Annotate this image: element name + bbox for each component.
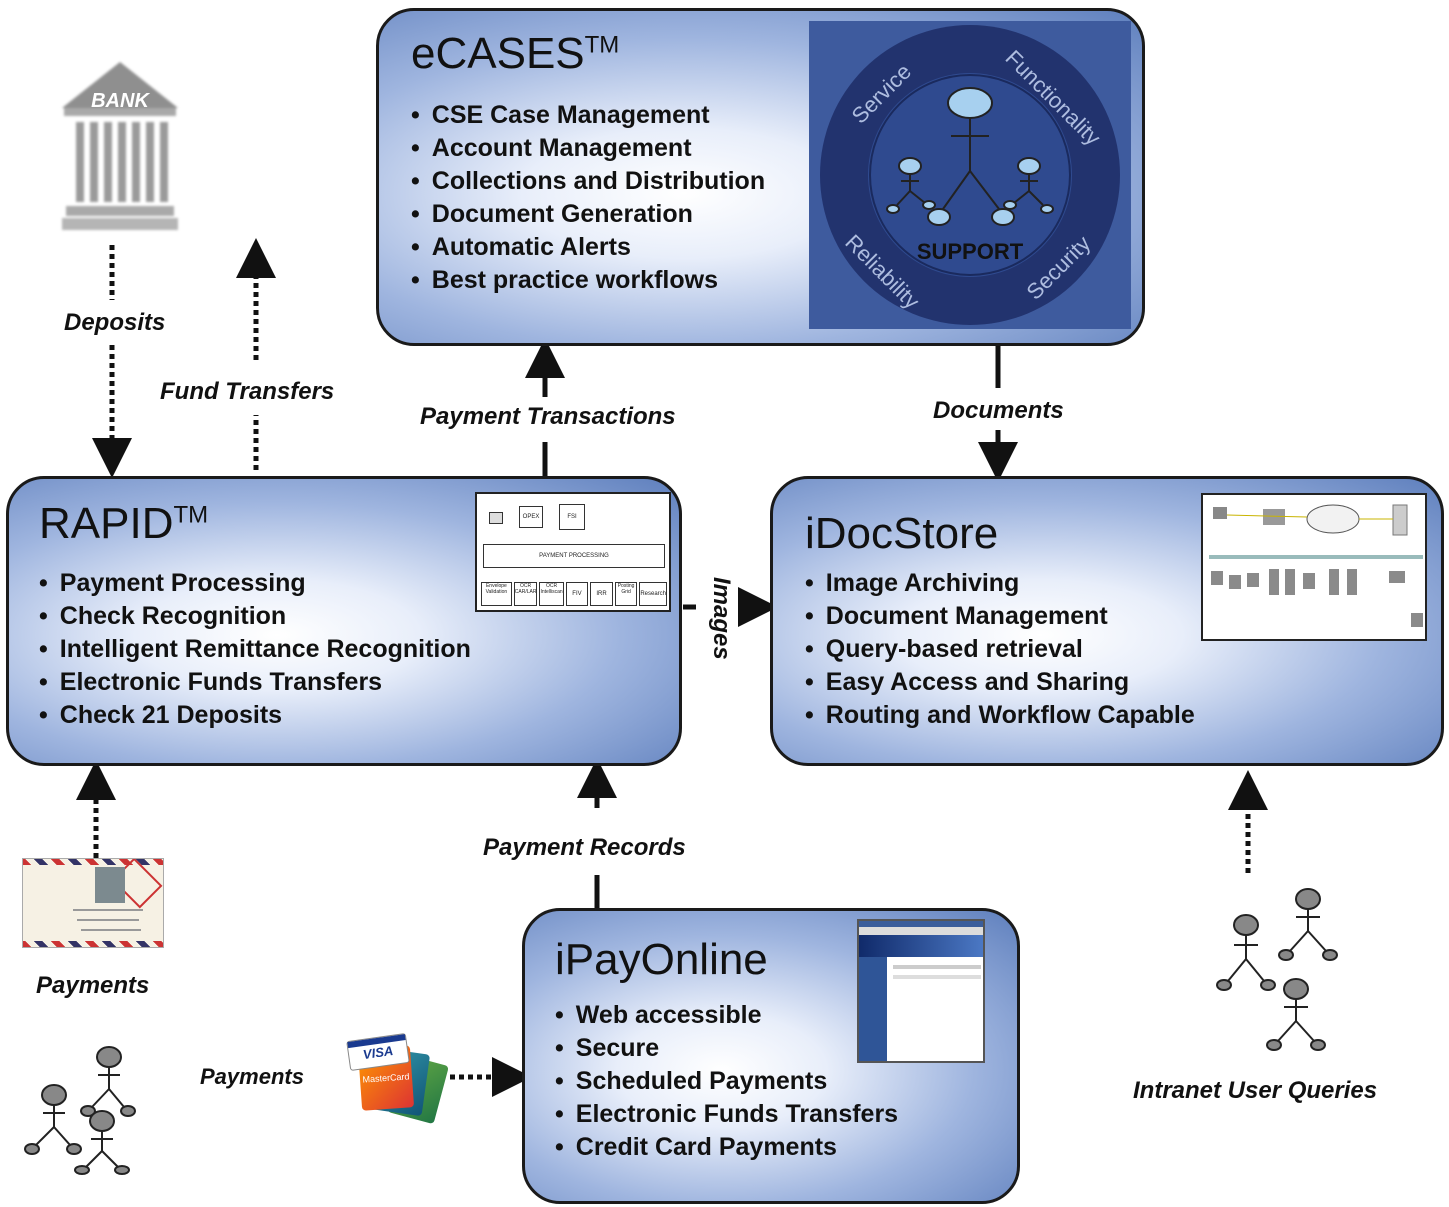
support-center-label: SUPPORT [916, 239, 1024, 264]
idocstore-feature: Image Archiving [805, 567, 1195, 600]
payment-processing-diagram: OPEX FSI PAYMENT PROCESSING Envelope Val… [475, 492, 671, 612]
ecases-feature: Collections and Distribution [411, 165, 765, 198]
rapid-feature-list: Payment Processing Check Recognition Int… [39, 567, 471, 732]
idocstore-title: iDocStore [805, 509, 999, 558]
envelope-icon [22, 858, 164, 948]
deposits-label: Deposits [64, 309, 166, 336]
ipayonline-panel: iPayOnline Web accessible Secure Schedul… [522, 908, 1020, 1204]
ipayonline-feature: Electronic Funds Transfers [555, 1098, 898, 1131]
network-architecture-thumbnail [1201, 493, 1427, 641]
idocstore-feature: Query-based retrieval [805, 633, 1195, 666]
idocstore-feature-list: Image Archiving Document Management Quer… [805, 567, 1195, 732]
ipayonline-feature: Web accessible [555, 999, 898, 1032]
idocstore-feature: Easy Access and Sharing [805, 666, 1195, 699]
web-page-thumbnail [857, 919, 985, 1063]
processing-step: IRR [590, 582, 613, 606]
processing-step: OCR Intelliscan [539, 582, 564, 606]
intranet-users-people-icon [1216, 888, 1338, 1051]
processing-step: OCR CAR/LAR [513, 582, 538, 606]
payers-people-icon [24, 1046, 136, 1175]
bank-icon: BANK [60, 60, 180, 240]
ecases-panel: eCASESTM CSE Case Management Account Man… [376, 8, 1145, 346]
card-payments-label: Payments [200, 1064, 304, 1089]
bank-label: BANK [91, 90, 149, 112]
credit-cards-icon: MasterCard VISA [346, 1032, 450, 1127]
support-people-icon [886, 87, 1054, 226]
rapid-feature: Intelligent Remittance Recognition [39, 633, 471, 666]
ipayonline-feature: Scheduled Payments [555, 1065, 898, 1098]
documents-label: Documents [933, 397, 1064, 424]
ecases-feature: Automatic Alerts [411, 231, 765, 264]
processing-step: FIV [565, 582, 589, 606]
ecases-feature-list: CSE Case Management Account Management C… [411, 99, 765, 297]
idocstore-panel: iDocStore Image Archiving Document Manag… [770, 476, 1444, 766]
rapid-panel: RAPIDTM Payment Processing Check Recogni… [6, 476, 682, 766]
opex-box: OPEX [519, 506, 543, 528]
support-graphic: SUPPORT Service Functionality Reliabilit… [809, 21, 1131, 329]
intranet-user-queries-label: Intranet User Queries [1133, 1077, 1378, 1104]
processing-step: Posting Grid [614, 582, 638, 606]
ecases-feature: Document Generation [411, 198, 765, 231]
payment-transactions-label: Payment Transactions [420, 403, 676, 430]
payment-processing-box: PAYMENT PROCESSING [483, 544, 665, 568]
rapid-feature: Payment Processing [39, 567, 471, 600]
idocstore-feature: Document Management [805, 600, 1195, 633]
images-label: Images [708, 577, 735, 660]
ecases-feature: Account Management [411, 132, 765, 165]
rapid-feature: Check Recognition [39, 600, 471, 633]
scanner-icon [489, 512, 503, 524]
fund-transfers-label: Fund Transfers [160, 378, 335, 405]
ipayonline-feature-list: Web accessible Secure Scheduled Payments… [555, 999, 898, 1164]
ipayonline-feature: Secure [555, 1032, 898, 1065]
rapid-title: RAPIDTM [39, 499, 209, 548]
ecases-title: eCASESTM [411, 29, 620, 78]
fsi-box: FSI [559, 504, 585, 530]
ecases-feature: Best practice workflows [411, 264, 765, 297]
processing-step: Envelope Validation [481, 582, 512, 606]
rapid-feature: Electronic Funds Transfers [39, 666, 471, 699]
idocstore-feature: Routing and Workflow Capable [805, 699, 1195, 732]
rapid-feature: Check 21 Deposits [39, 699, 471, 732]
ecases-feature: CSE Case Management [411, 99, 765, 132]
ipayonline-feature: Credit Card Payments [555, 1131, 898, 1164]
processing-step-boxes: Envelope Validation OCR CAR/LAR OCR Inte… [481, 582, 668, 606]
processing-step: Research [639, 582, 668, 606]
mail-payments-label: Payments [36, 972, 150, 999]
ipayonline-title: iPayOnline [555, 935, 768, 984]
payment-records-label: Payment Records [483, 834, 686, 861]
